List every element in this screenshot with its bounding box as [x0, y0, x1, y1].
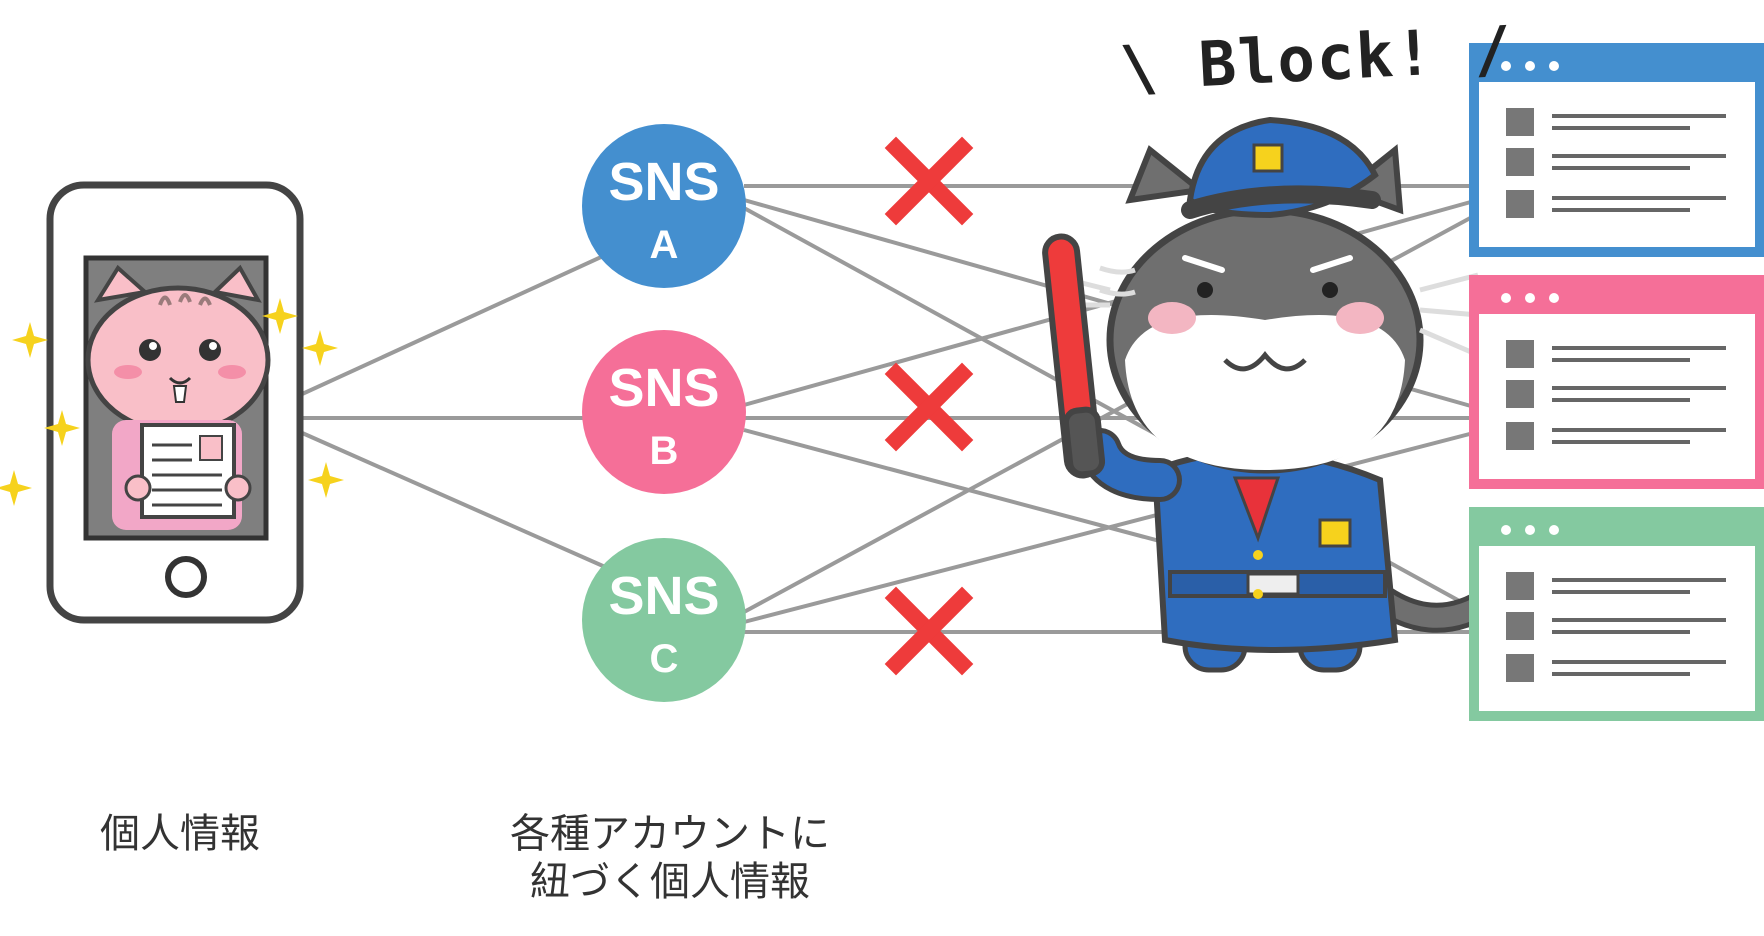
user-icon [1506, 148, 1534, 176]
sns-node-a-letter: A [650, 223, 679, 267]
browser-window-green [1474, 512, 1760, 716]
sns-node-c-title: SNS [608, 566, 719, 626]
cat-icon [88, 268, 268, 530]
sns-node-b-title: SNS [608, 358, 719, 418]
browser-window-pink [1474, 280, 1760, 484]
user-icon [1506, 340, 1534, 368]
caption-account-info-line2: 紐づく個人情報 [470, 858, 870, 906]
cross-icon [896, 148, 962, 214]
user-icon [1506, 422, 1534, 450]
sns-node-b: SNS B [582, 330, 746, 494]
user-icon [1506, 108, 1534, 136]
caption-account-info: 各種アカウントに 紐づく個人情報 [470, 810, 870, 906]
user-icon [1506, 572, 1534, 600]
caption-personal-info: 個人情報 [60, 810, 300, 858]
sns-node-c: SNS C [582, 538, 746, 702]
user-icon [1506, 654, 1534, 682]
caption-account-info-line1: 各種アカウントに [470, 810, 870, 858]
sns-node-b-letter: B [650, 429, 679, 473]
user-icon [1506, 380, 1534, 408]
sns-node-c-letter: C [650, 637, 679, 681]
sns-node-a: SNS A [582, 124, 746, 288]
browser-window-blue [1474, 48, 1760, 252]
user-icon [1506, 612, 1534, 640]
police-cat-icon [1050, 120, 1490, 670]
user-icon [1506, 190, 1534, 218]
cross-icon [896, 374, 962, 440]
sns-node-a-title: SNS [608, 152, 719, 212]
